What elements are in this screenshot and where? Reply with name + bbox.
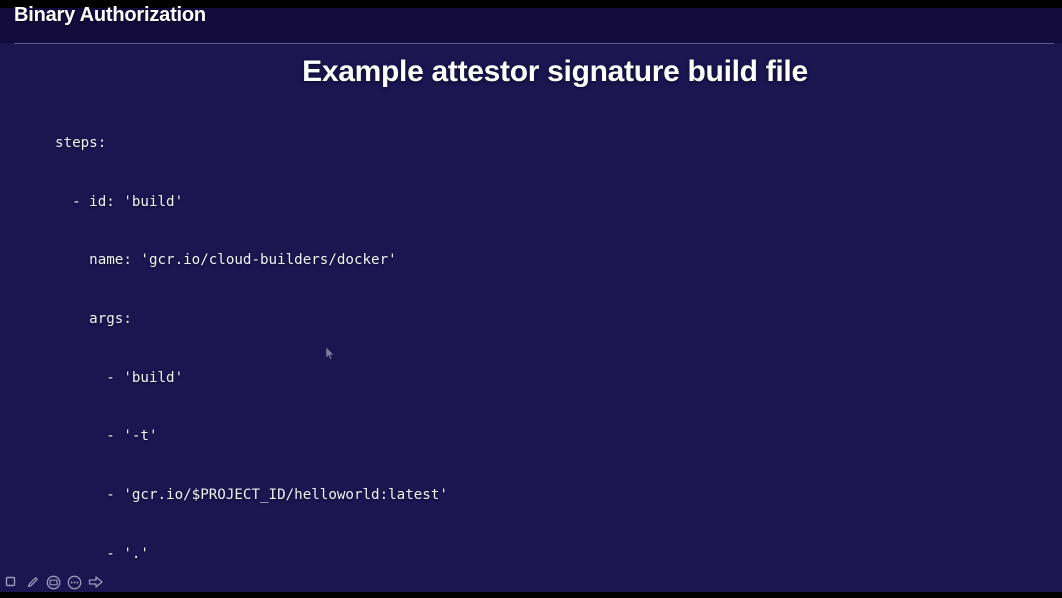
deck-title: Binary Authorization: [14, 4, 206, 26]
pen-icon[interactable]: [23, 573, 42, 592]
code-line: - '-t': [55, 428, 158, 445]
code-line: args:: [55, 311, 132, 328]
next-slide-arrow-icon[interactable]: [86, 573, 105, 592]
code-line: - 'build': [55, 369, 184, 386]
top-letterbox-bar: [0, 0, 1062, 8]
code-line: name: 'gcr.io/cloud-builders/docker': [55, 252, 397, 269]
code-line: steps:: [55, 135, 107, 152]
code-line: - 'gcr.io/$PROJECT_ID/helloworld:latest': [55, 486, 448, 503]
pointer-icon[interactable]: [2, 573, 21, 592]
bottom-letterbox-bar: [0, 592, 1062, 598]
slide-heading: Example attestor signature build file: [302, 55, 808, 88]
code-line: - id: 'build': [55, 193, 184, 210]
slide-header-band: [0, 8, 1062, 43]
more-options-icon[interactable]: [65, 573, 84, 592]
header-divider: [14, 43, 1054, 44]
slide-view-icon[interactable]: [44, 573, 63, 592]
yaml-code-block: steps: - id: 'build' name: 'gcr.io/cloud…: [55, 95, 1055, 598]
mouse-cursor-icon: [325, 347, 336, 360]
code-line: - '.': [55, 545, 149, 562]
presentation-controls[interactable]: [2, 572, 105, 592]
